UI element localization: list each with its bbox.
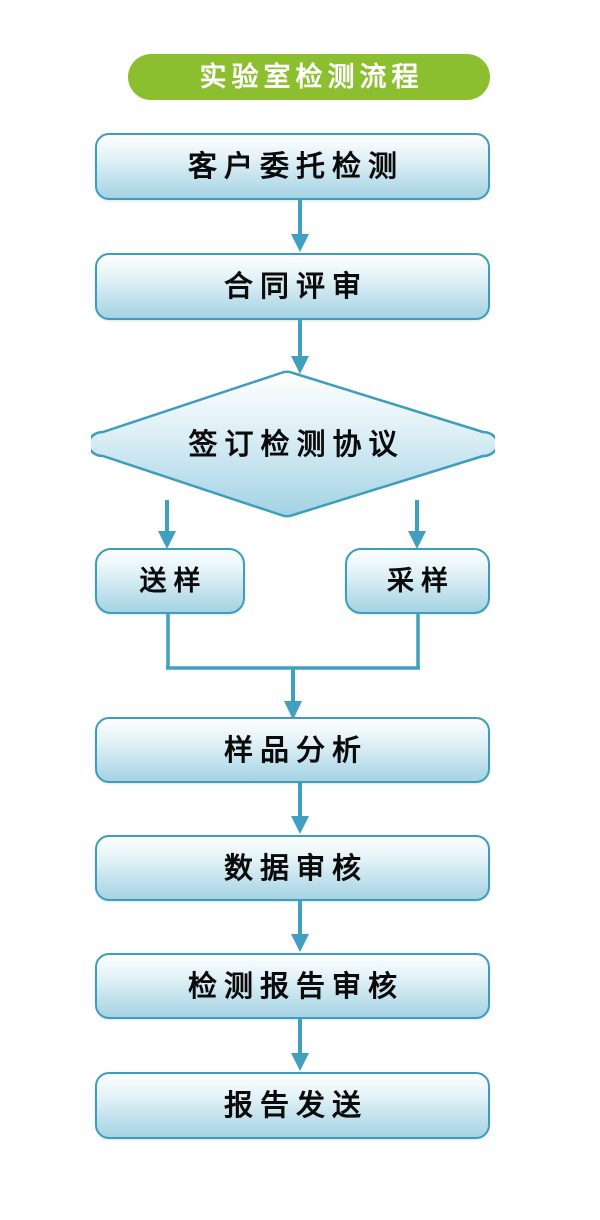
flow-node-sample-delivery[interactable]: 送样 (95, 548, 245, 614)
flow-node-customer-request[interactable]: 客户委托检测 (95, 133, 490, 200)
flow-node-label: 数据审核 (223, 850, 368, 885)
connector-arrow-n2-n3 (280, 320, 320, 375)
connector-arrow-n3-n5 (397, 500, 437, 550)
connector-arrow-n6-n7 (280, 783, 320, 835)
connector-arrow-n7-n8 (280, 901, 320, 953)
flow-node-sampling[interactable]: 采样 (345, 548, 490, 614)
flow-node-label: 客户委托检测 (187, 149, 404, 183)
connector-arrow-n8-n9 (280, 1019, 320, 1072)
flow-node-label: 送样 (139, 565, 208, 597)
flow-node-report-delivery[interactable]: 报告发送 (95, 1072, 490, 1139)
flow-node-report-review[interactable]: 检测报告审核 (95, 953, 490, 1019)
flow-node-label: 检测报告审核 (187, 968, 404, 1003)
connector-merge-n4-n5-to-n6 (150, 612, 440, 722)
flow-node-label: 采样 (387, 565, 455, 597)
flow-node-sign-agreement[interactable]: 签订检测协议 (91, 370, 495, 518)
flowchart-title-banner: 实验室检测流程 (128, 54, 490, 100)
flow-node-sample-analysis[interactable]: 样品分析 (95, 717, 490, 783)
page-title: 实验室检测流程 (199, 61, 424, 93)
flow-node-label: 样品分析 (223, 732, 368, 767)
connector-arrow-n3-n4 (147, 500, 187, 550)
flow-node-label: 报告发送 (223, 1088, 368, 1122)
flow-node-contract-review[interactable]: 合同评审 (95, 253, 490, 320)
connector-arrow-n1-n2 (280, 200, 320, 253)
flow-node-data-review[interactable]: 数据审核 (95, 835, 490, 901)
flow-node-label: 合同评审 (223, 269, 368, 303)
